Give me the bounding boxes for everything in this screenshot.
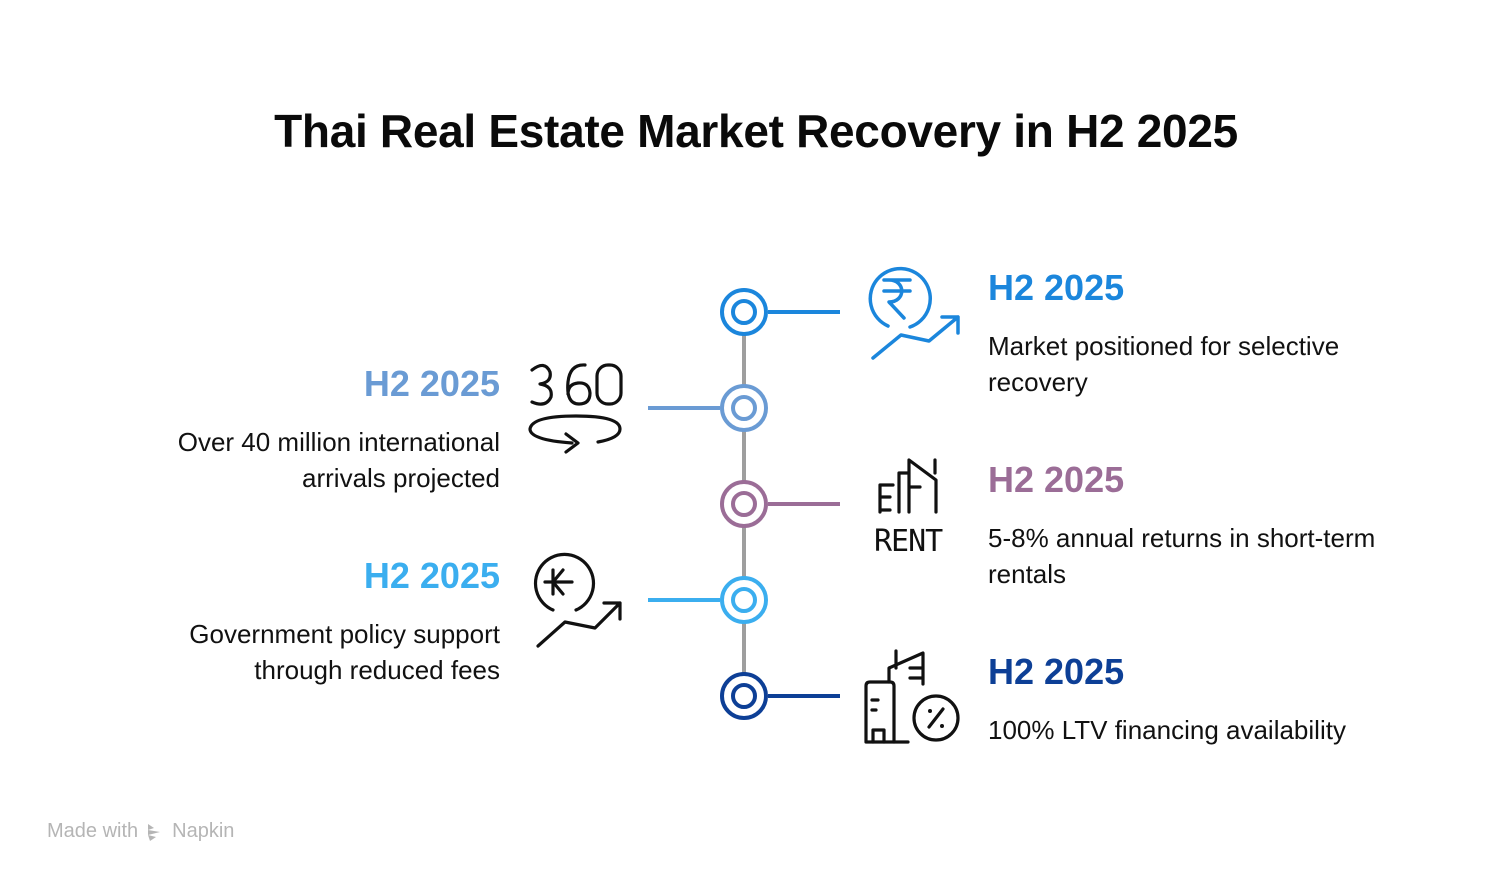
description-line: arrivals projected — [302, 463, 500, 493]
timeline-node-outer — [720, 384, 768, 432]
milestone-description: Market positioned for selective recovery — [988, 328, 1468, 400]
timeline-node-inner — [731, 683, 757, 709]
description-line: rentals — [988, 559, 1067, 589]
description-line: through reduced fees — [254, 655, 500, 685]
made-with-label: Made with — [47, 820, 139, 842]
timeline-node-outer — [720, 576, 768, 624]
milestone-description: 5-8% annual returns in short-term rental… — [988, 520, 1468, 592]
kip-currency-growth-icon — [533, 552, 622, 648]
timeline-node-inner — [731, 299, 757, 325]
page-title: Thai Real Estate Market Recovery in H2 2… — [274, 105, 1238, 157]
footer-attribution: Made with Napkin — [47, 820, 234, 843]
milestone-heading: H2 2025 — [363, 363, 500, 404]
milestone-4: H2 2025 Government policy support throug… — [20, 556, 500, 688]
rent-label-icon-text: RENT — [874, 524, 943, 559]
rupee-growth-icon — [868, 266, 960, 360]
milestone-description: 100% LTV financing availability — [988, 712, 1468, 748]
description-line: 5-8% annual returns in short-term — [988, 523, 1376, 553]
milestone-heading: H2 2025 — [988, 651, 1125, 692]
timeline-node-outer — [720, 672, 768, 720]
building-percent-icon — [864, 649, 960, 744]
timeline-node-inner — [731, 587, 757, 613]
milestone-1: H2 2025 Market positioned for selective … — [988, 268, 1468, 400]
milestone-description: Over 40 million international arrivals p… — [20, 424, 500, 496]
milestone-2: H2 2025 Over 40 million international ar… — [20, 364, 500, 496]
description-line: Over 40 million international — [177, 427, 500, 457]
description-line: recovery — [988, 367, 1088, 397]
timeline-node-inner — [731, 491, 757, 517]
milestone-5: H2 2025 100% LTV financing availability — [988, 652, 1468, 748]
milestone-3: H2 2025 5-8% annual returns in short-ter… — [988, 460, 1468, 592]
milestone-description: Government policy support through reduce… — [20, 616, 500, 688]
description-line: 100% LTV financing availability — [988, 715, 1346, 745]
brand-label: Napkin — [172, 820, 235, 842]
description-line: Government policy support — [189, 619, 500, 649]
rent-building-icon: RENT — [874, 458, 944, 559]
milestone-heading: H2 2025 — [988, 267, 1125, 308]
milestone-heading: H2 2025 — [988, 459, 1125, 500]
360-rotation-icon — [528, 363, 623, 454]
timeline-node-outer — [720, 288, 768, 336]
napkin-logo-icon — [148, 823, 161, 841]
milestone-heading: H2 2025 — [363, 555, 500, 596]
timeline-node-outer — [720, 480, 768, 528]
timeline-node-inner — [731, 395, 757, 421]
description-line: Market positioned for selective — [988, 331, 1340, 361]
